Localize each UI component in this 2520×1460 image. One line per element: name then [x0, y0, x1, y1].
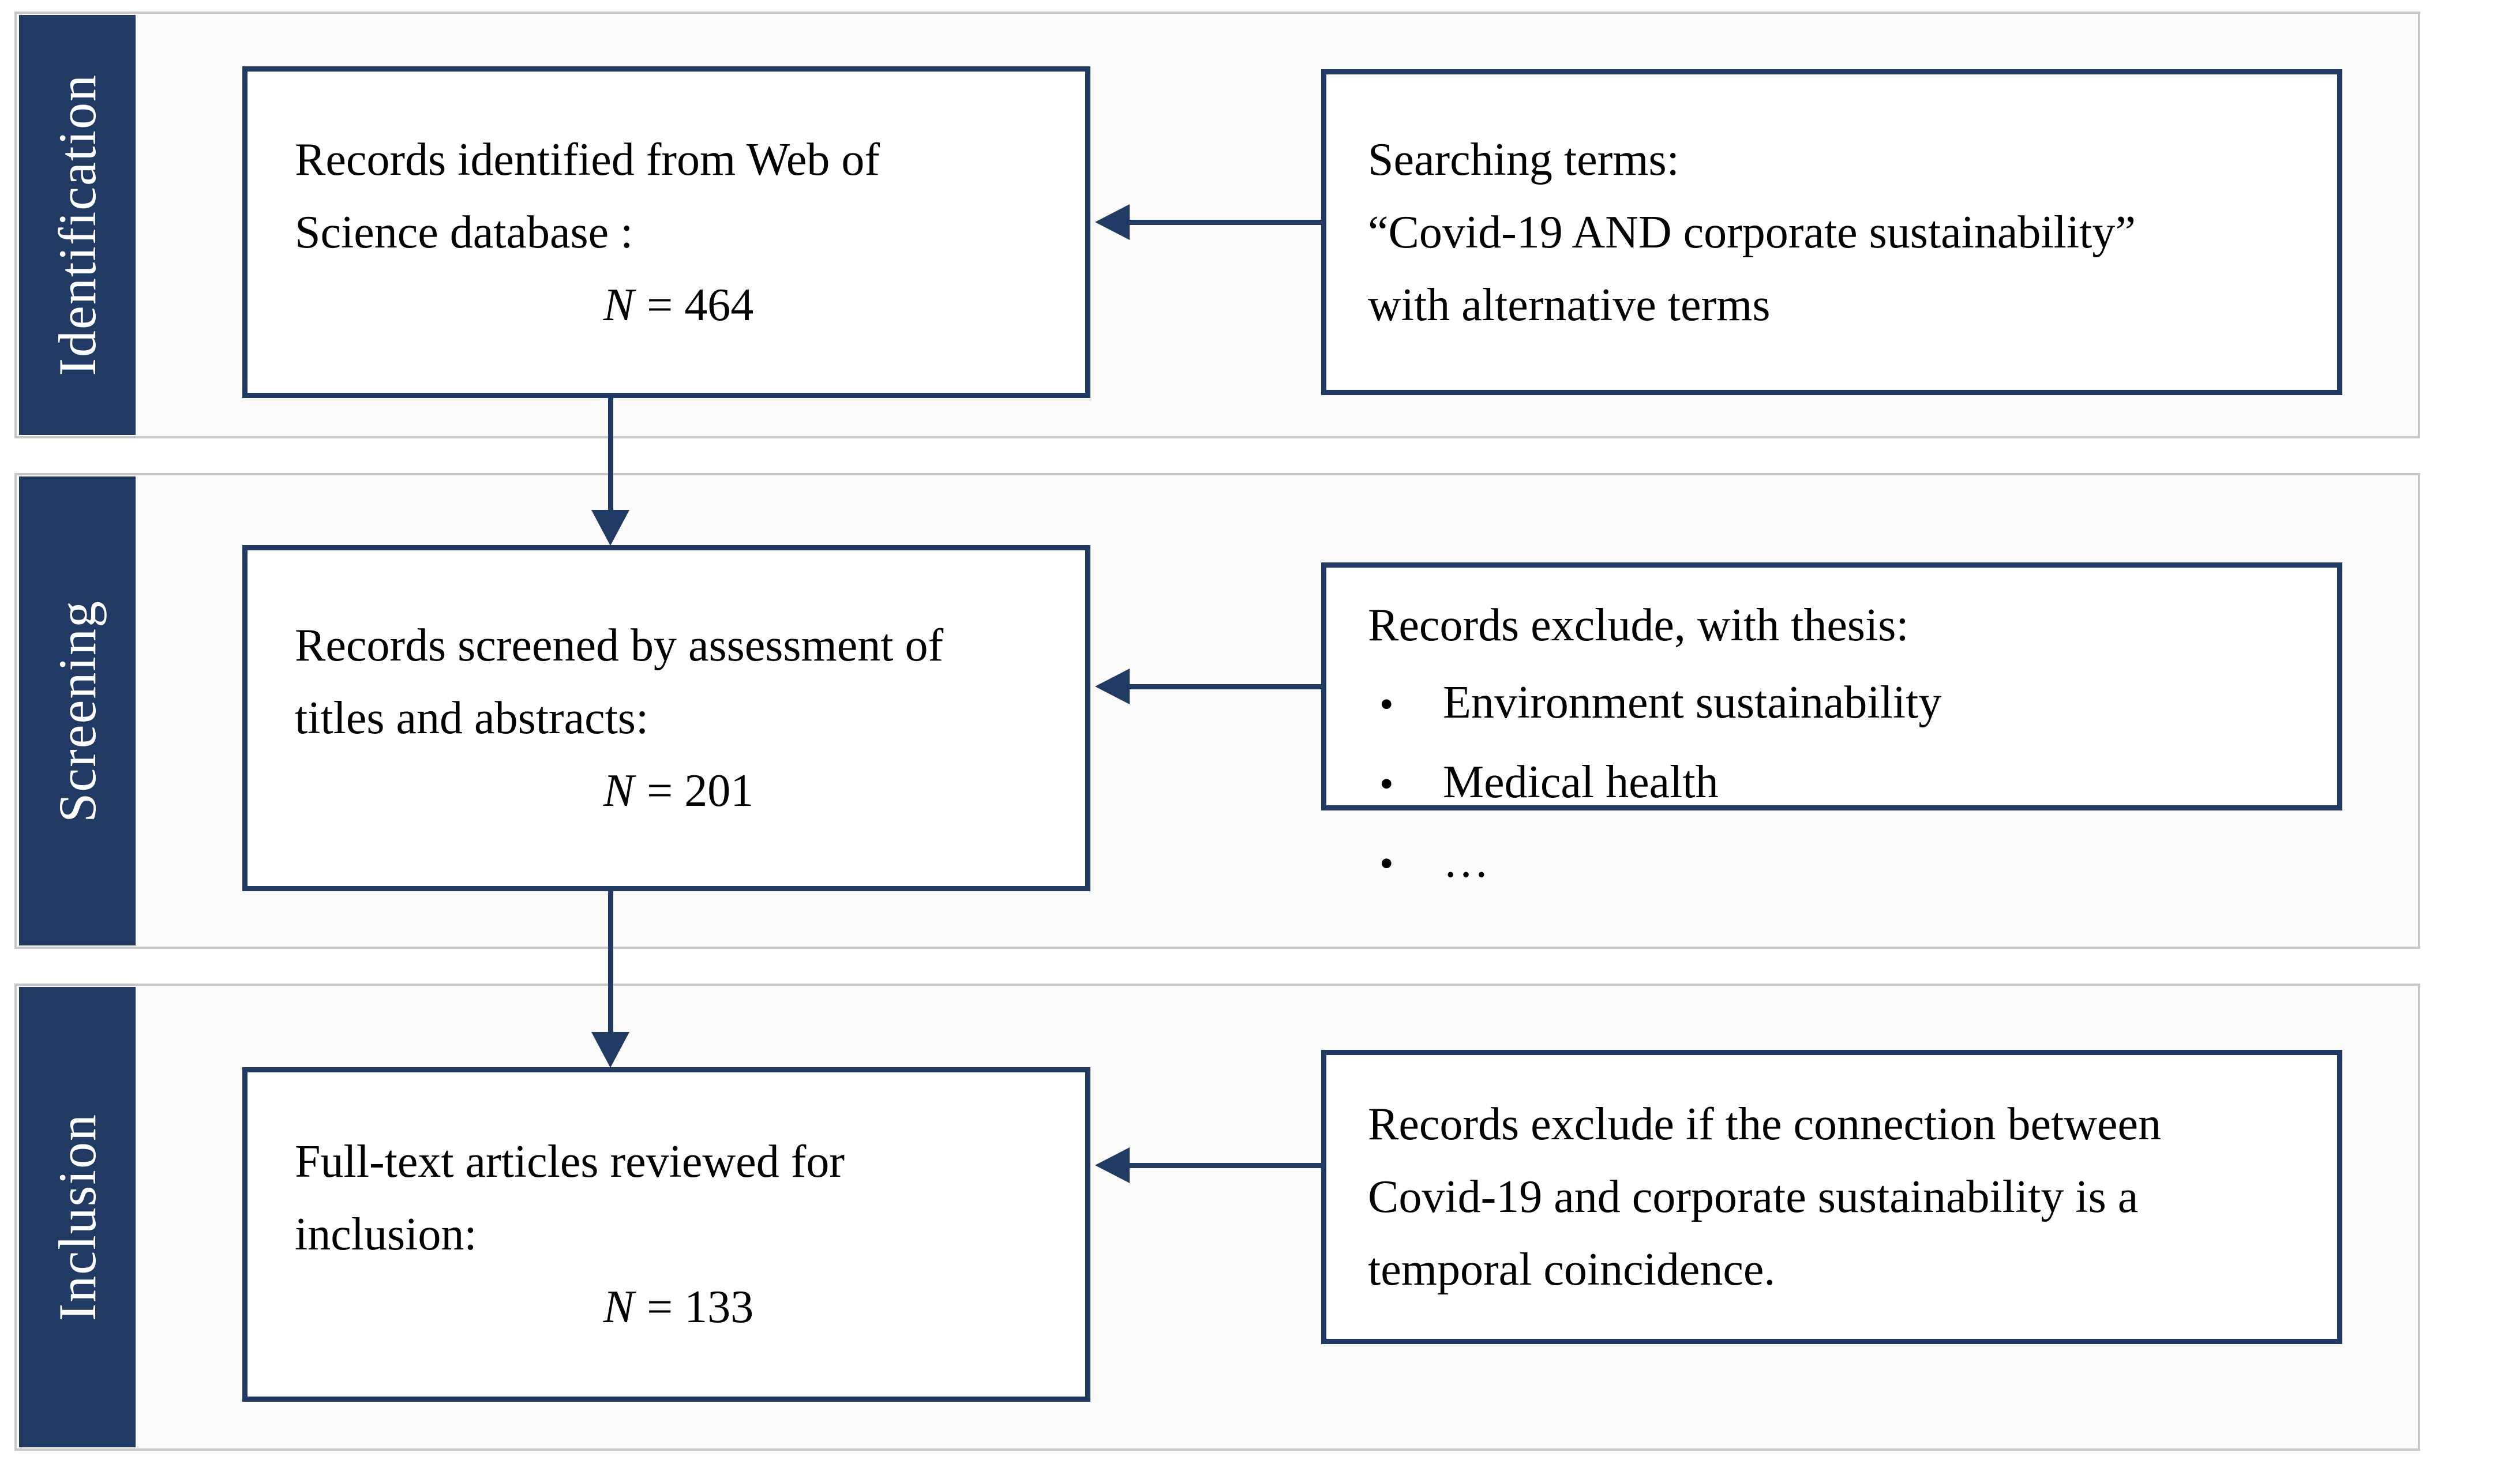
inclusion-stage-label-text: Inclusion: [48, 1113, 107, 1322]
arrow-searching-terms-to-records-line: [1128, 220, 1324, 225]
screening-stage-label: Screening: [19, 476, 136, 945]
n-value: = 464: [647, 279, 754, 331]
n-symbol: N: [603, 765, 635, 816]
exclusion-criteria-item-3-text: …: [1443, 836, 1489, 887]
exclusion-criteria-item-3: •…: [1368, 827, 2314, 899]
bullet-icon: •: [1379, 842, 1394, 886]
exclusion-criteria-item-1: • Environment sustainability: [1368, 668, 2314, 740]
exclusion-criteria-box: Records exclude, with thesis: • Environme…: [1321, 562, 2342, 887]
records-identified-count: N= 464: [295, 269, 1062, 341]
bullet-icon: •: [1379, 762, 1394, 806]
records-identified-line-1: Records identified from Web of: [295, 134, 880, 185]
n-symbol: N: [603, 279, 635, 331]
arrow-temporal-to-fulltext-line: [1128, 1163, 1324, 1168]
n-symbol: N: [603, 1282, 635, 1333]
n-value: = 201: [647, 765, 754, 816]
arrow-left-icon: [1095, 204, 1130, 240]
records-identified-box: Records identified from Web of Science d…: [242, 66, 1090, 398]
records-screened-line-1: Records screened by assessment of: [295, 620, 944, 671]
arrow-down-icon: [591, 1032, 629, 1068]
searching-terms-box: Searching terms: “Covid-19 AND corporate…: [1321, 69, 2342, 395]
full-text-review-line-1: Full-text articles reviewed for: [295, 1136, 845, 1187]
records-identified-line-2: Science database :: [295, 207, 633, 258]
temporal-exclusion-line-1: Records exclude if the connection betwee…: [1368, 1099, 2161, 1150]
exclusion-criteria-item-1-text: Environment sustainability: [1443, 677, 1942, 728]
temporal-exclusion-line-2: Covid-19 and corporate sustainability is…: [1368, 1172, 2139, 1222]
arrow-left-icon: [1095, 1147, 1130, 1183]
n-value: = 133: [647, 1282, 754, 1333]
records-screened-count: N= 201: [295, 755, 1062, 827]
arrow-screening-to-inclusion-line: [608, 890, 613, 1033]
full-text-review-box: Full-text articles reviewed for inclusio…: [242, 1067, 1090, 1402]
searching-terms-line-2: “Covid-19 AND corporate sustainability”: [1368, 207, 2136, 258]
full-text-review-line-2: inclusion:: [295, 1209, 477, 1260]
screening-stage-label-text: Screening: [48, 599, 107, 823]
temporal-exclusion-box: Records exclude if the connection betwee…: [1321, 1050, 2342, 1344]
exclusion-criteria-item-2-text: Medical health: [1443, 757, 1719, 808]
arrow-exclusion-to-screened-line: [1128, 684, 1324, 689]
identification-stage-label-text: Identification: [48, 74, 107, 376]
arrow-identification-to-screening-line: [608, 397, 613, 511]
temporal-exclusion-line-3: temporal coincidence.: [1368, 1244, 1776, 1295]
full-text-review-count: N= 133: [295, 1271, 1062, 1343]
bullet-icon: •: [1379, 682, 1394, 727]
arrow-down-icon: [591, 510, 629, 546]
searching-terms-line-3: with alternative terms: [1368, 279, 1771, 331]
exclusion-criteria-item-2: • Medical health: [1368, 748, 2314, 819]
exclusion-criteria-header: Records exclude, with thesis:: [1368, 600, 1909, 651]
records-screened-box: Records screened by assessment of titles…: [242, 545, 1090, 891]
records-screened-line-2: titles and abstracts:: [295, 693, 649, 744]
inclusion-stage-label: Inclusion: [19, 987, 136, 1447]
searching-terms-line-1: Searching terms:: [1368, 134, 1679, 185]
arrow-left-icon: [1095, 669, 1130, 704]
identification-stage-label: Identification: [19, 15, 136, 435]
